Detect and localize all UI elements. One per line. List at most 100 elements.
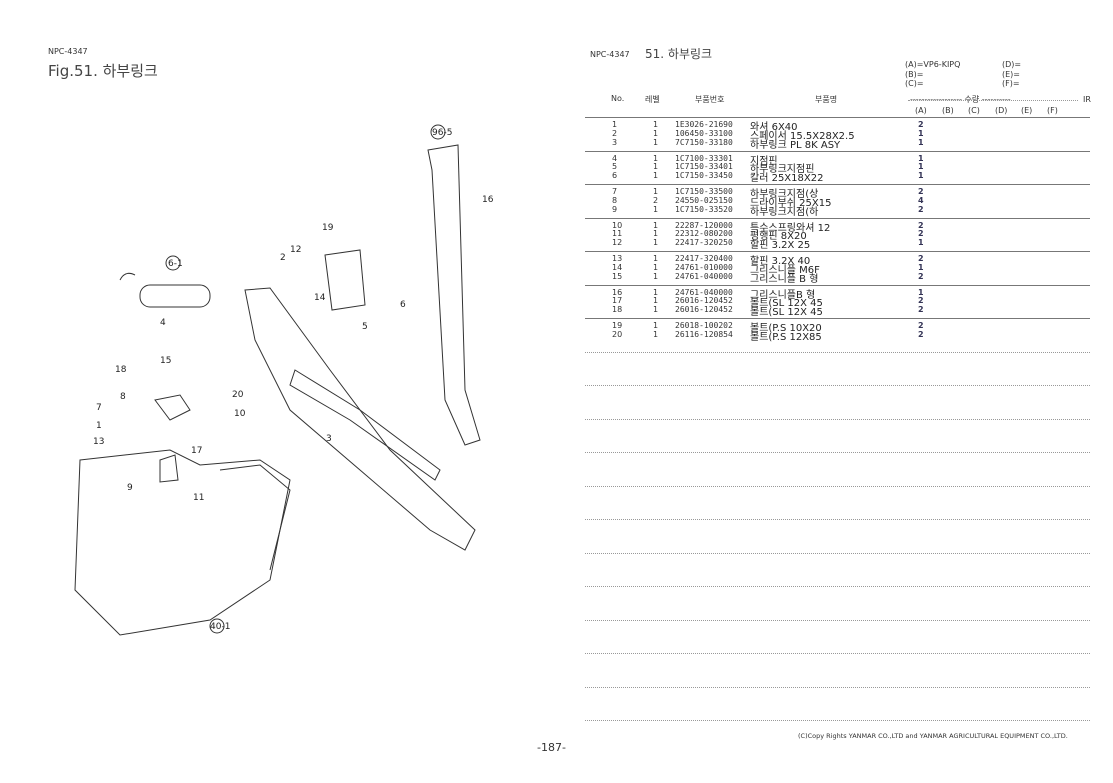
table-row: 14 1 24761-010000 그리스니플 M6F 1 <box>585 262 1090 276</box>
transmission-housing <box>74 449 291 636</box>
row-part-no: 22287-120000 <box>675 220 733 230</box>
row-no: 9 <box>612 204 618 214</box>
row-level: 1 <box>653 220 659 230</box>
row-part-no: 24761-040000 <box>675 287 733 297</box>
row-level: 1 <box>653 254 659 263</box>
callout: 15 <box>160 356 171 366</box>
row-part-name: 그리스니플B 형 <box>750 289 816 301</box>
row-part-no: 24761-040000 <box>675 271 733 281</box>
callout: 6-1 <box>168 259 183 269</box>
callout: 2 <box>280 253 286 263</box>
row-no: 16 <box>612 287 623 297</box>
row-qty-a: 2 <box>918 254 924 263</box>
header-qty: ------------------ 수량 ---------- <box>910 95 1011 104</box>
table-row: 2 1 106450-33100 스페이서 15.5X28X2.5 1 <box>585 128 1090 142</box>
row-no: 15 <box>612 271 623 281</box>
table-row: 12 1 22417-320250 할핀 3.2X 25 1 <box>585 238 1090 252</box>
row-part-name: 할핀 3.2X 40 <box>750 256 811 267</box>
row-part-name: 평행핀 8X20 <box>750 231 807 243</box>
exploded-diagram: 96-5 16 19 12 2 6-1 14 5 6 4 18 15 8 20 … <box>74 124 494 636</box>
row-no: 19 <box>612 321 623 330</box>
table-row: 13 1 22417-320400 할핀 3.2X 40 2 <box>585 254 1090 267</box>
row-no: 5 <box>612 162 618 172</box>
row-part-name: 하부링크 PL 8K ASY <box>750 139 841 151</box>
row-part-no: 24761-010000 <box>675 262 733 272</box>
callout: 14 <box>314 293 326 303</box>
row-level: 1 <box>653 137 659 147</box>
model-f: (F)= <box>1002 79 1020 88</box>
row-level: 1 <box>653 296 659 306</box>
row-no: 13 <box>612 254 623 263</box>
row-qty-a: 1 <box>918 162 924 172</box>
callout: 18 <box>115 365 127 375</box>
row-part-name: 볼트(SL 12X 45 <box>750 298 823 310</box>
row-level: 1 <box>653 187 659 196</box>
row-no: 17 <box>612 296 623 306</box>
qty-col-a: (A) <box>915 106 927 115</box>
row-part-no: 26116-120854 <box>675 329 733 339</box>
qty-col-e: (E) <box>1021 106 1033 115</box>
row-part-name: 하부링크지점(하 <box>750 206 819 218</box>
section-title: 51. 하부링크 <box>645 47 713 61</box>
callout: 7 <box>96 403 102 413</box>
table-row: 10 1 22287-120000 특수스프링와셔 12 2 <box>585 220 1090 234</box>
row-part-name: 하부링크지점(상 <box>750 189 819 200</box>
callout: 11 <box>193 493 204 503</box>
row-no: 8 <box>612 195 618 205</box>
callout: 13 <box>93 437 104 447</box>
row-qty-a: 2 <box>918 229 924 239</box>
header-ir: IR <box>1083 95 1091 104</box>
table-row: 3 1 7C7150-33180 하부링크 PL 8K ASY 1 <box>585 137 1090 151</box>
callout: 20 <box>232 390 244 400</box>
table-row: 1 1 1E3026-21690 와셔 6X40 2 <box>585 120 1090 133</box>
row-divider <box>585 217 1090 219</box>
callout: 3 <box>326 434 332 444</box>
row-divider <box>585 351 1090 353</box>
row-part-name: 와셔 6X40 <box>750 122 798 133</box>
qty-col-f: (F) <box>1047 106 1058 115</box>
cylinder <box>139 284 211 308</box>
row-qty-a: 2 <box>918 187 924 196</box>
row-qty-a: 2 <box>918 321 924 330</box>
row-qty-a: 2 <box>918 271 924 281</box>
table-row: 11 1 22312-080200 평행핀 8X20 2 <box>585 229 1090 243</box>
row-part-name: 칼러 25X18X22 <box>750 173 824 185</box>
row-level: 1 <box>653 229 659 239</box>
table-row: 16 1 24761-040000 그리스니플B 형 1 <box>585 287 1090 301</box>
table-row: 6 1 1C7150-33450 칼러 25X18X22 1 <box>585 171 1090 185</box>
row-divider <box>585 586 1090 587</box>
row-level: 1 <box>653 120 659 129</box>
callout-labels: 96-5 16 19 12 2 6-1 14 5 6 4 18 15 8 20 … <box>93 124 494 634</box>
row-level: 1 <box>653 153 659 163</box>
row-divider <box>585 552 1090 554</box>
table-row: 8 2 24550-025150 드라이부쉬 25X15 4 <box>585 195 1090 209</box>
row-part-name: 할핀 3.2X 25 <box>750 240 811 252</box>
row-no: 3 <box>612 137 618 147</box>
table-row: 19 1 26018-100202 볼트(P.S 10X20 2 <box>585 321 1090 334</box>
row-part-name: 볼트(P.S 10X20 <box>750 323 822 334</box>
callout: 96-5 <box>432 128 452 138</box>
row-level: 1 <box>653 128 659 138</box>
model-d: (D)= <box>1002 60 1022 69</box>
row-divider <box>585 686 1090 688</box>
header-part-name: 부품명 <box>815 95 838 104</box>
row-level: 2 <box>653 195 659 205</box>
row-divider <box>585 418 1090 420</box>
row-part-no: 1C7100-33301 <box>675 153 733 163</box>
row-level: 1 <box>653 321 659 330</box>
callout: 17 <box>191 446 202 456</box>
row-part-no: 1E3026-21690 <box>675 120 733 129</box>
row-part-no: 106450-33100 <box>675 128 733 138</box>
row-level: 1 <box>653 329 659 339</box>
left-doc-code: NPC-4347 <box>48 47 88 56</box>
row-no: 14 <box>612 262 623 272</box>
row-no: 2 <box>612 128 618 138</box>
row-part-name: 스페이서 15.5X28X2.5 <box>750 130 855 142</box>
row-level: 1 <box>653 162 659 172</box>
row-part-no: 1C7150-33401 <box>675 162 733 172</box>
row-qty-a: 1 <box>918 287 924 297</box>
table-row: 4 1 1C7100-33301 지점핀 1 <box>585 153 1090 167</box>
row-divider <box>585 385 1090 386</box>
callout: 19 <box>322 223 334 233</box>
row-divider <box>585 318 1090 319</box>
